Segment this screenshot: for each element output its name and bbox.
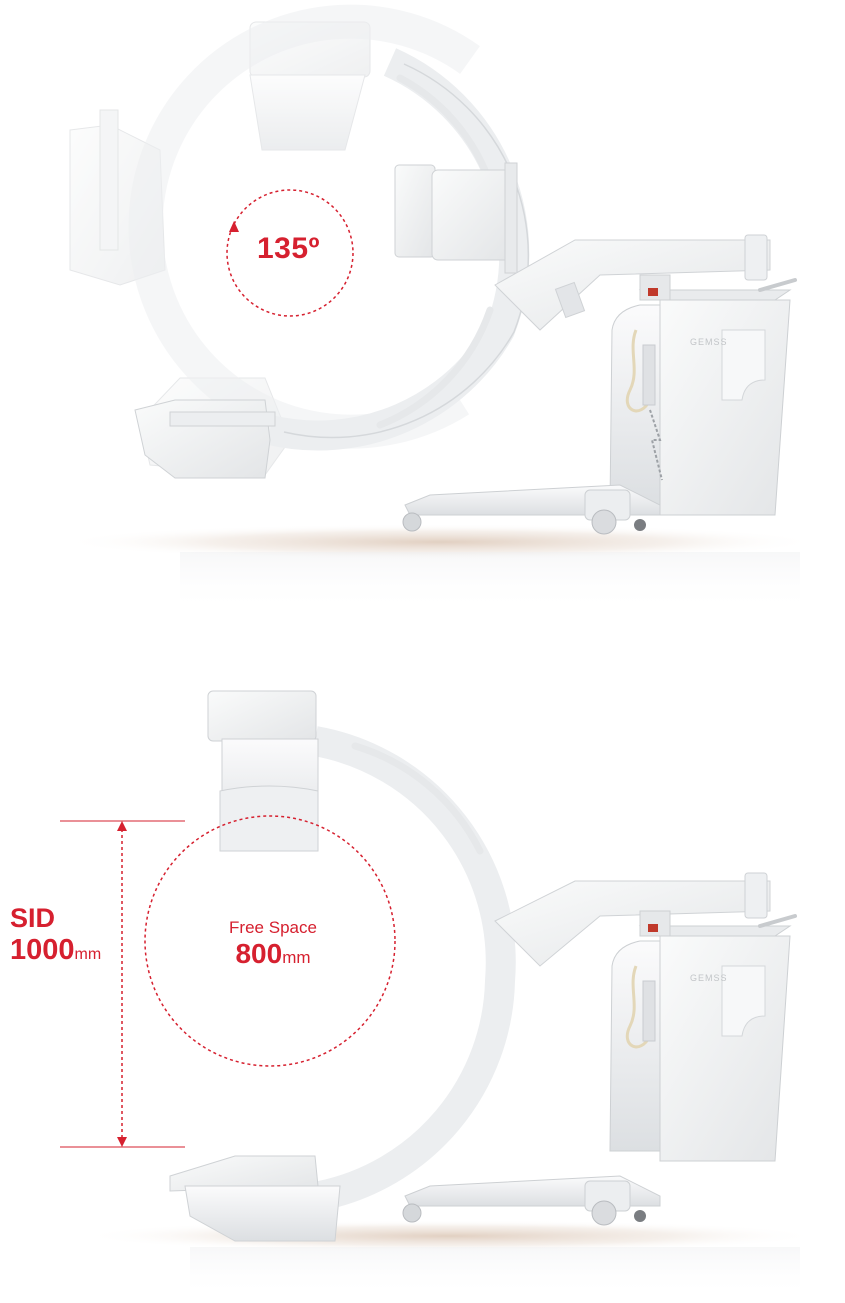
rotation-arrow-icon xyxy=(229,221,239,232)
rotation-indicator xyxy=(226,189,354,317)
mobile-cart: GEMSS xyxy=(609,274,797,516)
sid-illustration: GEMSS Free Space 800mm SID 1000mm xyxy=(0,651,845,1303)
sid-dimension xyxy=(60,820,185,1148)
c-arm-rotation-drawing: GEMSS xyxy=(60,4,820,612)
floor-reflection xyxy=(190,1247,800,1297)
sid-number: 1000 xyxy=(10,934,75,966)
mobile-cart: GEMSS xyxy=(609,910,797,1162)
cart-base xyxy=(402,484,661,535)
floor-shadow xyxy=(60,524,820,560)
svg-text:GEMSS: GEMSS xyxy=(690,973,728,983)
rotation-illustration: GEMSS 135º xyxy=(0,0,845,651)
c-arm-sid-drawing: GEMSS xyxy=(60,690,820,1297)
x-ray-generator xyxy=(169,1155,341,1242)
svg-text:GEMSS: GEMSS xyxy=(690,337,728,347)
x-ray-generator xyxy=(134,399,276,479)
free-space-title: Free Space xyxy=(229,918,317,937)
free-space-number: 800 xyxy=(235,938,283,969)
free-space-value: 800mm xyxy=(209,938,337,970)
arrow-up-icon xyxy=(117,821,127,831)
image-intensifier xyxy=(394,162,518,274)
sid-unit: mm xyxy=(74,946,102,963)
rotation-dashed-circle xyxy=(226,189,354,317)
cart-base xyxy=(402,1175,661,1226)
arrow-down-icon xyxy=(117,1137,127,1147)
sid-value: 1000mm xyxy=(10,934,101,967)
rotation-angle-label: 135º xyxy=(257,232,321,265)
boom-arm xyxy=(494,234,771,331)
free-space-dashed-circle xyxy=(144,815,396,1067)
boom-arm xyxy=(494,872,771,967)
c-arc xyxy=(128,4,530,451)
c-arc xyxy=(312,726,516,1211)
sid-title: SID xyxy=(10,903,56,933)
floor-reflection xyxy=(180,552,800,612)
free-space-unit: mm xyxy=(282,948,311,967)
image-intensifier xyxy=(207,690,319,852)
